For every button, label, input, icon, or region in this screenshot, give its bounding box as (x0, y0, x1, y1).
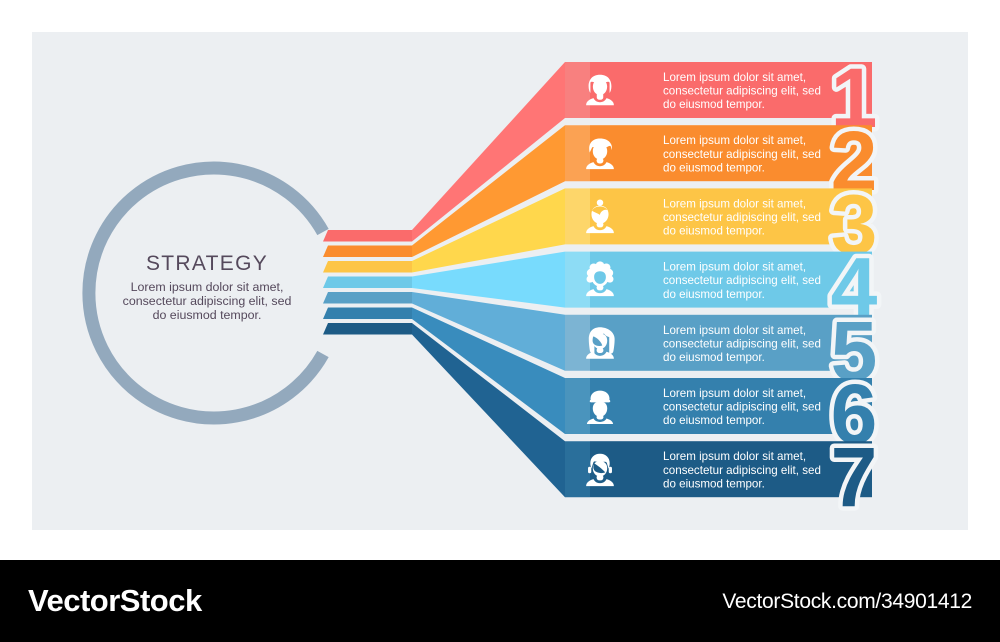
bar-text-line-3-3: do eiusmod tempor. (663, 225, 765, 238)
center-title: STRATEGY (146, 252, 268, 275)
bar-text-line-4-3: do eiusmod tempor. (663, 288, 765, 301)
bar-text-line-7-2: consectetur adipiscing elit, sed (663, 464, 821, 477)
stub-connector-5 (323, 292, 412, 304)
ribbon-segment-5 (412, 292, 565, 371)
bar-text-line-6-1: Lorem ipsum dolor sit amet, (663, 387, 806, 400)
bar-face-1 (590, 62, 872, 118)
step-bar-7[interactable]: Lorem ipsum dolor sit amet,consectetur a… (565, 426, 882, 529)
stub-connector-3 (323, 261, 412, 273)
bar-face-6 (590, 378, 872, 434)
watermark-brand: VectorStock (28, 583, 202, 618)
stub-connector-4 (323, 276, 412, 288)
center-desc-line-1: Lorem ipsum dolor sit amet, (131, 280, 284, 294)
stub-connector-7 (323, 323, 412, 335)
bar-text-line-2-2: consectetur adipiscing elit, sed (663, 148, 821, 161)
bar-text-line-2-1: Lorem ipsum dolor sit amet, (663, 134, 806, 147)
center-text-group: STRATEGY Lorem ipsum dolor sit amet, con… (123, 252, 292, 322)
bar-face-3 (590, 188, 872, 245)
bar-bevel-4 (565, 251, 590, 308)
bar-text-line-5-2: consectetur adipiscing elit, sed (663, 337, 821, 350)
circle-stub-connectors (323, 230, 412, 335)
circle-ring-upper-arc (82, 161, 329, 425)
center-desc-line-3: do eiusmod tempor. (153, 308, 262, 322)
bar-text-line-7-1: Lorem ipsum dolor sit amet, (663, 450, 806, 463)
bar-text-line-6-2: consectetur adipiscing elit, sed (663, 401, 821, 414)
bar-text-line-1-1: Lorem ipsum dolor sit amet, (663, 71, 806, 84)
bar-bevel-2 (565, 125, 590, 182)
center-desc-line-2: consectetur adipiscing elit, sed (123, 294, 292, 308)
ribbon-connectors (412, 62, 565, 498)
stub-connector-2 (323, 245, 412, 257)
ribbon-segment-3 (412, 188, 565, 273)
bar-text-line-1-2: consectetur adipiscing elit, sed (663, 85, 821, 98)
bar-bevel-3 (565, 188, 590, 245)
bar-text-line-4-1: Lorem ipsum dolor sit amet, (663, 261, 806, 274)
bar-text-line-3-2: consectetur adipiscing elit, sed (663, 211, 821, 224)
watermark-url: VectorStock.com/34901412 (722, 590, 972, 613)
bar-text-line-7-3: do eiusmod tempor. (663, 477, 765, 490)
bar-text-line-1-3: do eiusmod tempor. (663, 98, 765, 111)
bar-face-7 (590, 441, 872, 498)
stub-connector-1 (323, 230, 412, 242)
ribbon-segment-1 (412, 62, 565, 242)
bar-text-line-5-3: do eiusmod tempor. (663, 351, 765, 364)
step-number-7: 7 (831, 430, 878, 524)
center-circle-group (82, 161, 329, 425)
bar-text-line-2-3: do eiusmod tempor. (663, 161, 765, 174)
bar-text-line-6-3: do eiusmod tempor. (663, 414, 765, 427)
stub-connector-6 (323, 307, 412, 319)
bar-text-line-3-1: Lorem ipsum dolor sit amet, (663, 197, 806, 210)
bar-text-line-5-1: Lorem ipsum dolor sit amet, (663, 324, 806, 337)
ribbon-segment-4 (412, 251, 565, 308)
bar-bevel-7 (565, 441, 590, 498)
ribbon-segment-7 (412, 323, 565, 498)
watermark-bar (0, 560, 1000, 642)
bar-bevel-5 (565, 314, 590, 371)
bar-bevel-6 (565, 378, 590, 434)
bar-bevel-1 (565, 62, 590, 118)
ribbon-segment-6 (412, 307, 565, 434)
step-bars: Lorem ipsum dolor sit amet,consectetur a… (565, 47, 882, 529)
ribbon-segment-2 (412, 125, 565, 257)
step-bar-2[interactable]: Lorem ipsum dolor sit amet,consectetur a… (565, 110, 882, 213)
step-bar-4[interactable]: Lorem ipsum dolor sit amet,consectetur a… (565, 236, 882, 339)
bar-face-2 (590, 125, 872, 182)
bar-text-line-4-2: consectetur adipiscing elit, sed (663, 274, 821, 287)
bar-face-5 (590, 314, 872, 371)
bar-face-4 (590, 251, 872, 308)
